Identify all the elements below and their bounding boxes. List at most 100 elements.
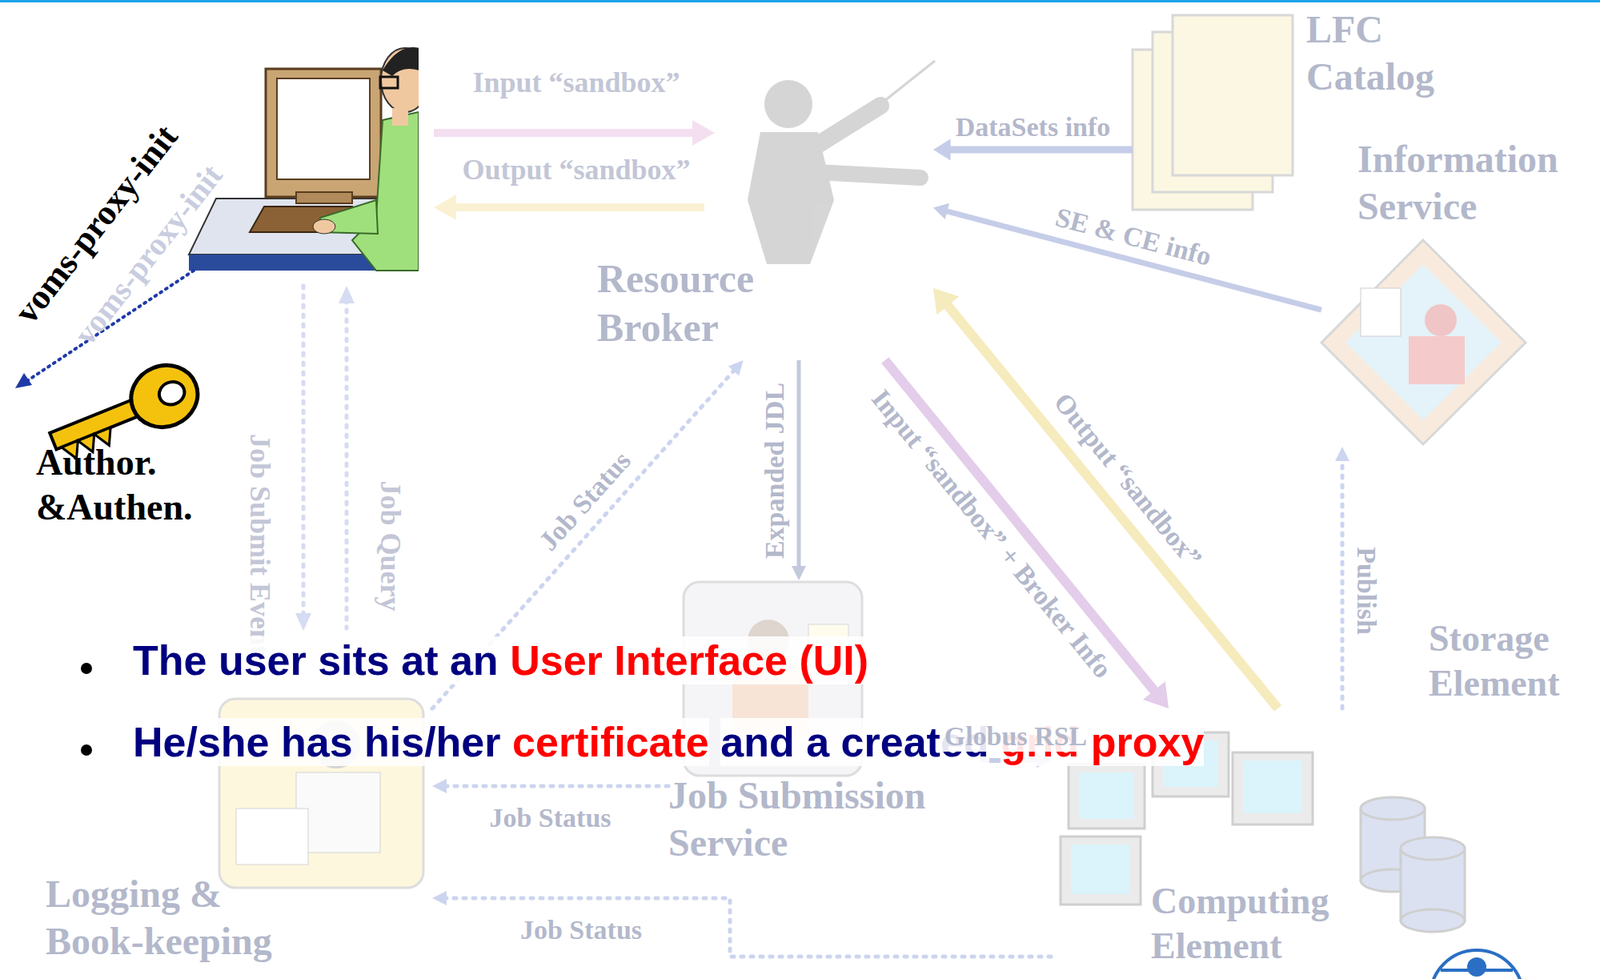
hair [382,47,419,77]
edge-label: Expanded JDL [759,378,790,562]
hand [312,219,336,234]
arrow-head [432,778,447,794]
connector-group [432,890,1051,957]
service-box: Information Service [1321,136,1600,447]
dotted-connector [442,784,669,789]
node-title: Resource Broker [597,254,814,353]
neck [392,108,409,126]
node-title: Information Service [1357,136,1598,230]
node-title: Logging & Book-keeping [45,870,318,965]
arrow-head [295,613,312,631]
user-interface-figure [188,47,419,271]
connector-group [933,288,1279,709]
arm [812,105,881,149]
person-body [296,772,381,853]
flow-label: Input “sandbox” [469,65,683,100]
edge-label: DataSets info [952,112,1115,143]
arrow-head [1335,446,1350,462]
face [380,48,419,113]
flow-arrow [945,146,1133,154]
faded-artwork [219,15,1526,932]
dotted-connector [1340,457,1345,709]
arrow-head [433,194,457,221]
node-title: Storage Element [1428,616,1593,706]
flow-arrow [885,360,1159,696]
arrow-head [933,288,959,316]
flow-arrow [943,300,1279,709]
bullet-text: User Interface (UI) [509,636,869,685]
storage-disks [1360,797,1465,932]
flow-label: Job Query [373,477,408,614]
connector-group [791,360,807,581]
info-diamond [1321,240,1526,445]
logo-bar [1440,968,1513,972]
edge-label: Globus RSL [941,721,1091,752]
monitor-base [296,192,353,204]
connector-group [885,360,1169,709]
arrow-head [1142,681,1169,709]
node-title: LFC Catalog [1306,6,1475,101]
screen [276,78,370,180]
job-submit-line [301,285,306,617]
head [764,80,813,129]
monitor [1232,752,1313,825]
page [1172,15,1293,176]
disk-bottom [1400,909,1465,932]
shirt [352,112,419,271]
node-title: Author. &Authen. [36,440,209,530]
flow-label: Job Submit Event [243,430,277,658]
logo-dot [1467,957,1487,977]
info-inner [1345,264,1502,421]
arrow-head [791,565,807,581]
arrow-head [432,890,447,906]
book [236,808,309,865]
arrow-head [728,360,744,376]
flow-arrow [797,360,802,570]
arrow-head [933,203,950,220]
key-head [121,355,207,438]
dotted-connector [442,898,1051,957]
logo-ring [1430,950,1524,979]
auth-key-box: Author. &Authen. [32,352,241,535]
edge-label: Job Status [531,442,640,559]
edge-label: Publish [1351,543,1382,638]
disk-top [1360,797,1425,820]
node-title: Job Submission Service [668,772,965,867]
monitor [265,68,381,197]
output-sandbox-arrow [453,203,705,212]
bullet-dot [80,744,93,756]
person-body [1408,336,1465,385]
paper [1360,288,1401,337]
monitor [1060,836,1141,905]
arrow-head [933,139,951,161]
disk-top [1400,837,1465,860]
person-head [1424,304,1457,337]
screen [1243,760,1303,814]
conductor-figure [747,60,935,265]
bullet-text: certificate [512,717,710,766]
top-rule [0,0,1600,3]
bullet-line: The user sits at anUser Interface (UI) [132,636,869,685]
edge-label: Output “sandbox” [1046,384,1211,576]
node-title: Computing Element [1150,878,1344,969]
baton [880,60,935,105]
edge-label: Job Status [517,914,646,946]
arrow-head [15,372,33,389]
screen [1078,772,1135,819]
job-query-line [344,300,349,629]
bullet-dot [80,662,93,674]
input-sandbox-arrow [433,128,697,137]
arrow-head [338,285,355,304]
bullet-text: The user sits at an [132,636,499,685]
screen [1070,844,1131,895]
monitor [1068,764,1145,829]
connector-group [432,778,669,794]
arm [816,172,921,178]
storage-box: Storage Element [1351,612,1598,931]
edge-label: SE & CE info [1049,200,1218,273]
arrow-head [692,120,715,146]
edge-label: Job Status [485,802,614,834]
key-hole [156,377,189,409]
glasses [380,76,398,89]
